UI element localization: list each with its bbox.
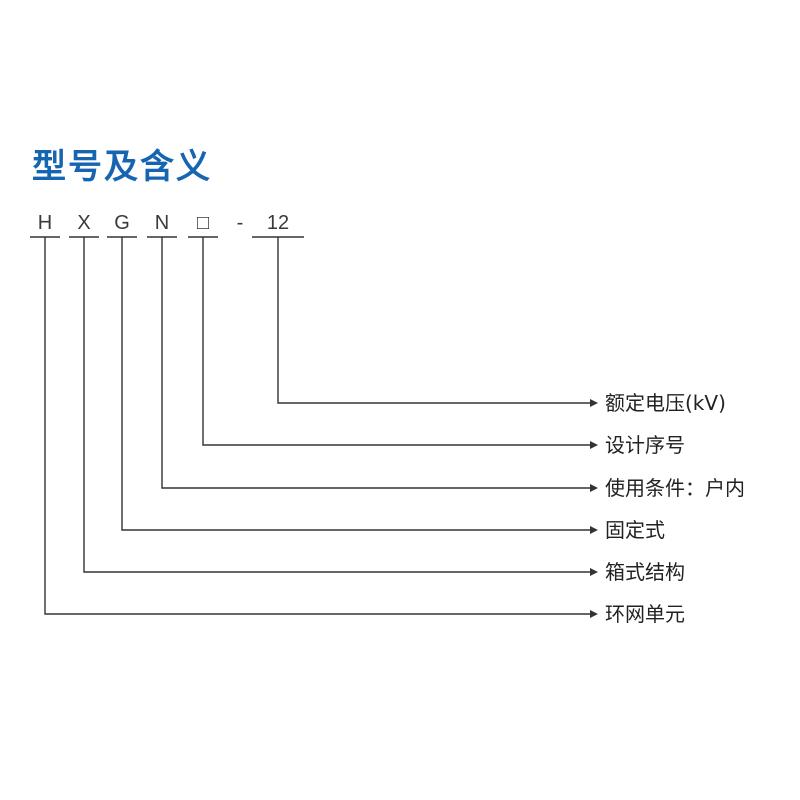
meaning-fixed-type: 固定式 <box>605 518 665 542</box>
arrowhead-condition <box>590 484 598 492</box>
arrowhead-box-structure <box>590 568 598 576</box>
meaning-ring-main-unit: 环网单元 <box>605 602 685 626</box>
leader-line-voltage <box>277 237 590 404</box>
section-title: 型号及含义 <box>32 147 212 187</box>
meaning-rated-voltage: 额定电压(kV) <box>605 391 726 415</box>
meaning-design-number: 设计序号 <box>605 433 685 457</box>
code-char-n: N <box>155 212 169 234</box>
meaning-usage-condition: 使用条件：户内 <box>605 476 745 500</box>
code-char-voltage: 12 <box>267 212 289 234</box>
leader-line-box-structure <box>83 237 590 573</box>
code-char-box: □ <box>197 212 209 234</box>
code-char-dash: - <box>237 212 244 234</box>
code-char-h: H <box>38 212 52 234</box>
arrowhead-voltage <box>590 399 598 407</box>
arrowhead-fixed <box>590 526 598 534</box>
arrowhead-ring-unit <box>590 610 598 618</box>
leader-line-ring-unit <box>44 237 590 615</box>
leader-line-condition <box>161 237 590 489</box>
meaning-box-structure: 箱式结构 <box>605 560 685 584</box>
code-char-g: G <box>114 212 130 234</box>
leader-line-design <box>202 237 590 446</box>
arrowhead-design <box>590 441 598 449</box>
leader-line-fixed <box>121 237 590 531</box>
code-char-x: X <box>77 212 90 234</box>
